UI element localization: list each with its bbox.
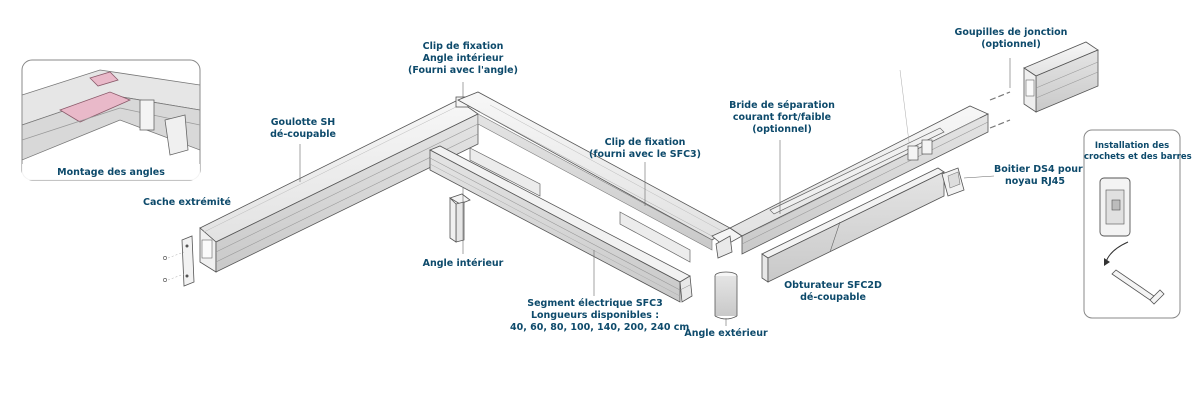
label-junction-pins: Goupilles de jonction (optionnel) bbox=[954, 27, 1068, 50]
label-electrical-segment: Segment électrique SFC3 Longueurs dispon… bbox=[510, 298, 690, 333]
left-trunking bbox=[199, 99, 479, 273]
front-corner bbox=[711, 227, 743, 259]
label-ds4-box: Boitier DS4 pour noyau RJ45 bbox=[994, 164, 1083, 187]
label-blank-plate: Obturateur SFC2D dé-coupable bbox=[784, 280, 882, 303]
interior-angle-piece bbox=[449, 193, 471, 243]
junction-section bbox=[989, 41, 1099, 129]
label-interior-angle: Angle intérieur bbox=[422, 258, 504, 269]
label-corner-assembly: Montage des angles bbox=[57, 167, 165, 178]
exterior-angle-piece bbox=[714, 271, 738, 320]
installation-inset bbox=[1083, 129, 1181, 319]
blank-plate-sfc2d bbox=[761, 167, 945, 283]
label-sfc3-clip: Clip de fixation (fourni avec le SFC3) bbox=[588, 137, 702, 160]
corner-assembly-inset bbox=[21, 59, 201, 181]
label-exterior-angle: Angle extérieur bbox=[684, 328, 768, 339]
label-installation: Installation des crochets et des barres bbox=[1084, 141, 1192, 162]
ds4-box bbox=[941, 167, 965, 197]
leader-lines bbox=[299, 58, 1011, 326]
sfc3-clips bbox=[469, 147, 691, 263]
label-trunking-sh: Goulotte SH dé-coupable bbox=[270, 117, 336, 140]
electrical-segment-sfc3 bbox=[429, 145, 693, 303]
end-cap bbox=[163, 235, 195, 287]
label-separator-flange: Bride de séparation courant fort/faible … bbox=[729, 100, 835, 135]
label-end-cap: Cache extrémité bbox=[143, 197, 231, 208]
separator-flange bbox=[769, 127, 945, 215]
label-corner-clip: Clip de fixation Angle intérieur (Fourni… bbox=[408, 41, 518, 76]
